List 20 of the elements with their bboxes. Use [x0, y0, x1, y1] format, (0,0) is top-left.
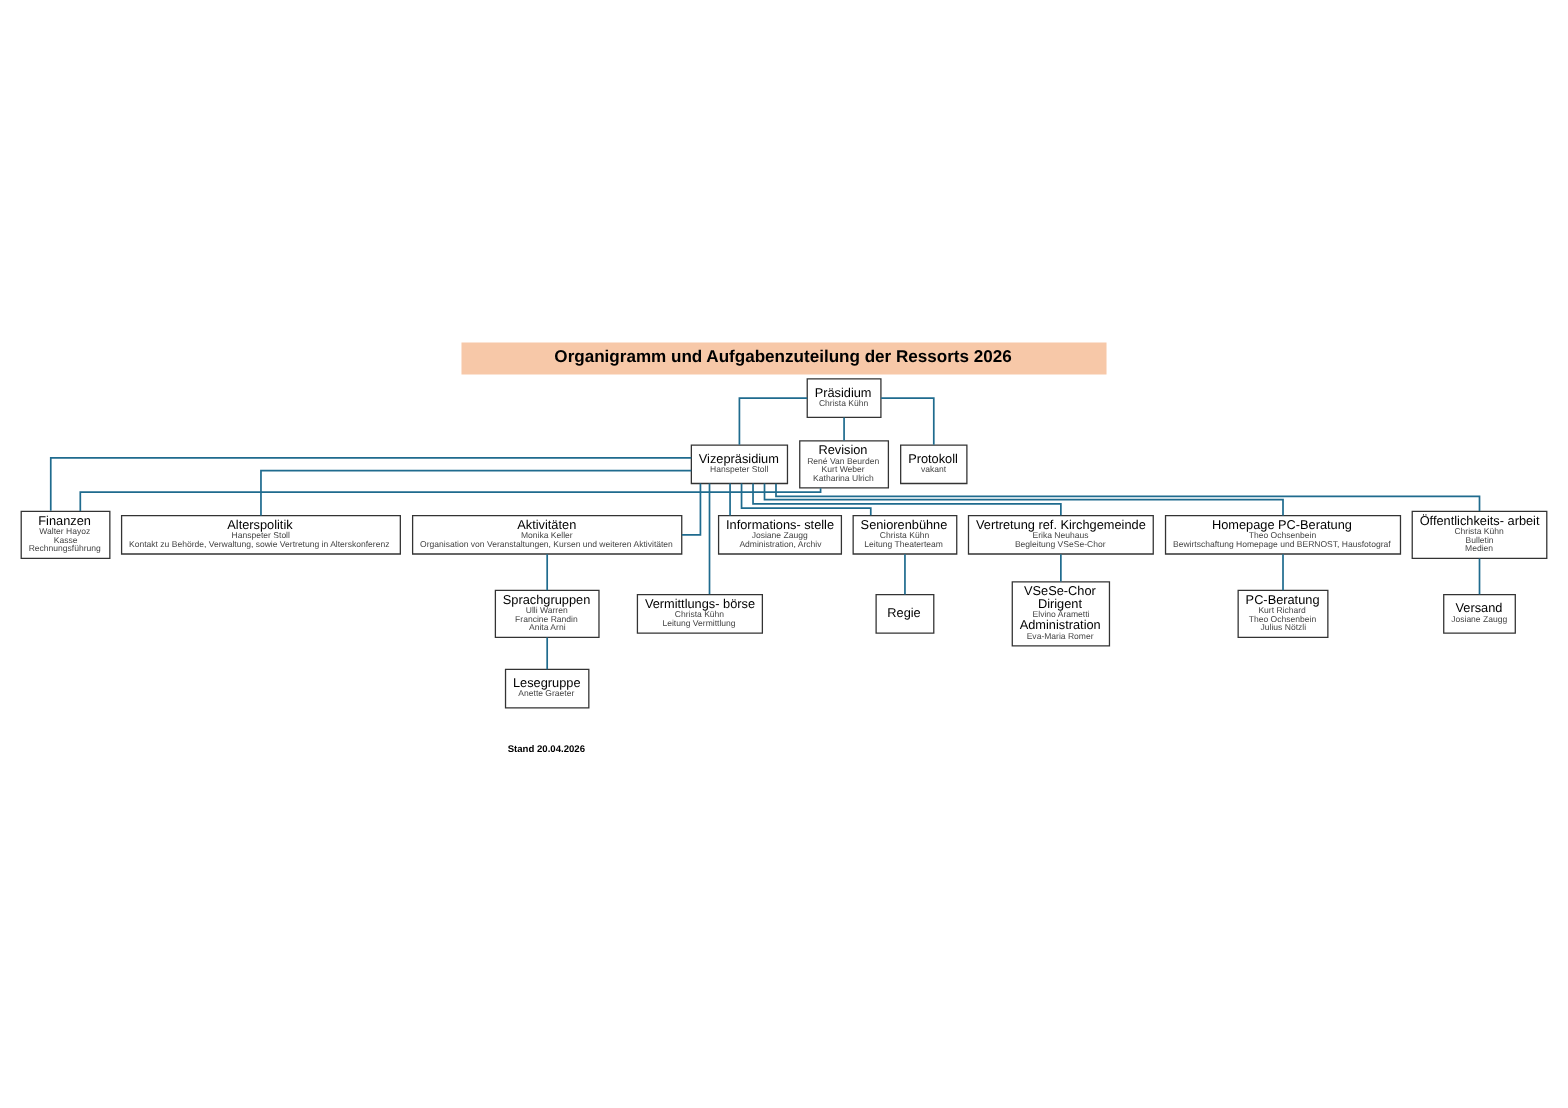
diagram-title: Organigramm und Aufgabenzuteilung der Ressorts 2026 — [554, 345, 1012, 366]
connector — [260, 469, 693, 517]
connector — [546, 636, 549, 671]
connector — [763, 482, 1284, 517]
connector — [49, 457, 693, 512]
connector — [1060, 553, 1062, 583]
connector — [904, 553, 906, 596]
connector — [843, 416, 845, 442]
connector — [1282, 553, 1284, 592]
connector — [729, 482, 731, 517]
connector — [738, 397, 809, 446]
connector — [1478, 557, 1481, 596]
connector — [79, 487, 822, 512]
connector — [880, 397, 935, 446]
connector — [681, 482, 702, 536]
connector — [708, 482, 711, 596]
connector — [546, 553, 549, 592]
connector — [740, 482, 872, 517]
connector — [752, 482, 1062, 517]
connector — [775, 482, 1481, 512]
